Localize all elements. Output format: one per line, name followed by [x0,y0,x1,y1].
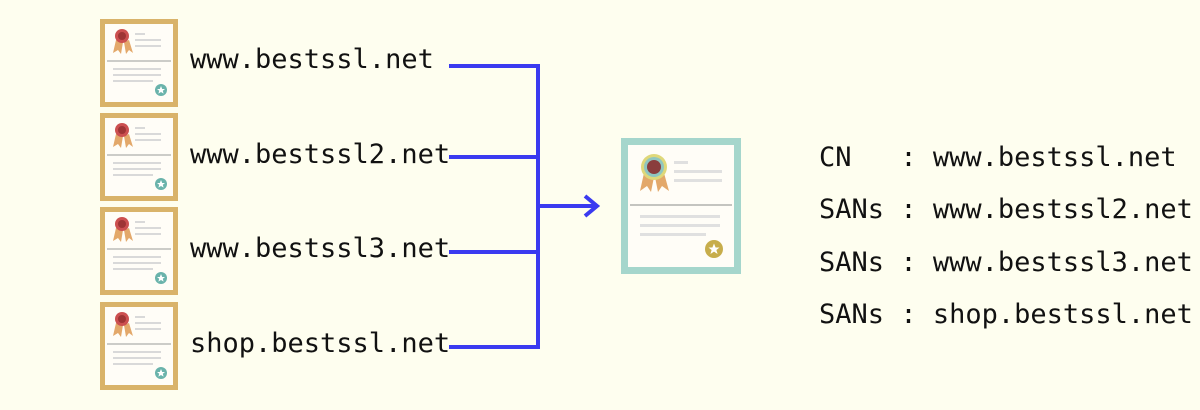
certificate-icon-graphic [107,312,171,379]
field-value: www.bestssl.net [932,142,1177,173]
field-key: SANs [819,299,885,330]
certificate-icon [100,207,178,295]
arrow-right-icon [583,194,601,218]
source-domain-label: www.bestssl.net [190,44,434,75]
field-separator: : [884,247,933,278]
san-field: SANs : shop.bestssl.net [754,267,1193,363]
field-key: SANs [819,247,885,278]
field-separator: : [884,299,933,330]
san-field: SANs : www.bestssl2.net [754,162,1193,258]
cn-field: CN : www.bestssl.net [754,110,1177,206]
certificate-icon-graphic [107,123,171,190]
multi-domain-certificate-icon [621,138,741,274]
san-field: SANs : www.bestssl3.net [754,215,1193,311]
certificate-icon [100,113,178,201]
field-separator: : [884,194,933,225]
source-domain-label: www.bestssl2.net [190,139,451,170]
certificate-icon [100,19,178,107]
multi-domain-certificate-graphic [630,154,732,258]
field-key: CN [819,142,885,173]
certificate-icon-graphic [107,217,171,284]
source-domain-label: shop.bestssl.net [190,328,451,359]
field-separator: : [884,142,933,173]
field-key: SANs [819,194,885,225]
certificate-icon-graphic [107,29,171,96]
field-value: shop.bestssl.net [932,299,1193,330]
source-domain-label: www.bestssl3.net [190,233,451,264]
certificate-icon [100,302,178,390]
field-value: www.bestssl2.net [932,194,1193,225]
field-value: www.bestssl3.net [932,247,1193,278]
